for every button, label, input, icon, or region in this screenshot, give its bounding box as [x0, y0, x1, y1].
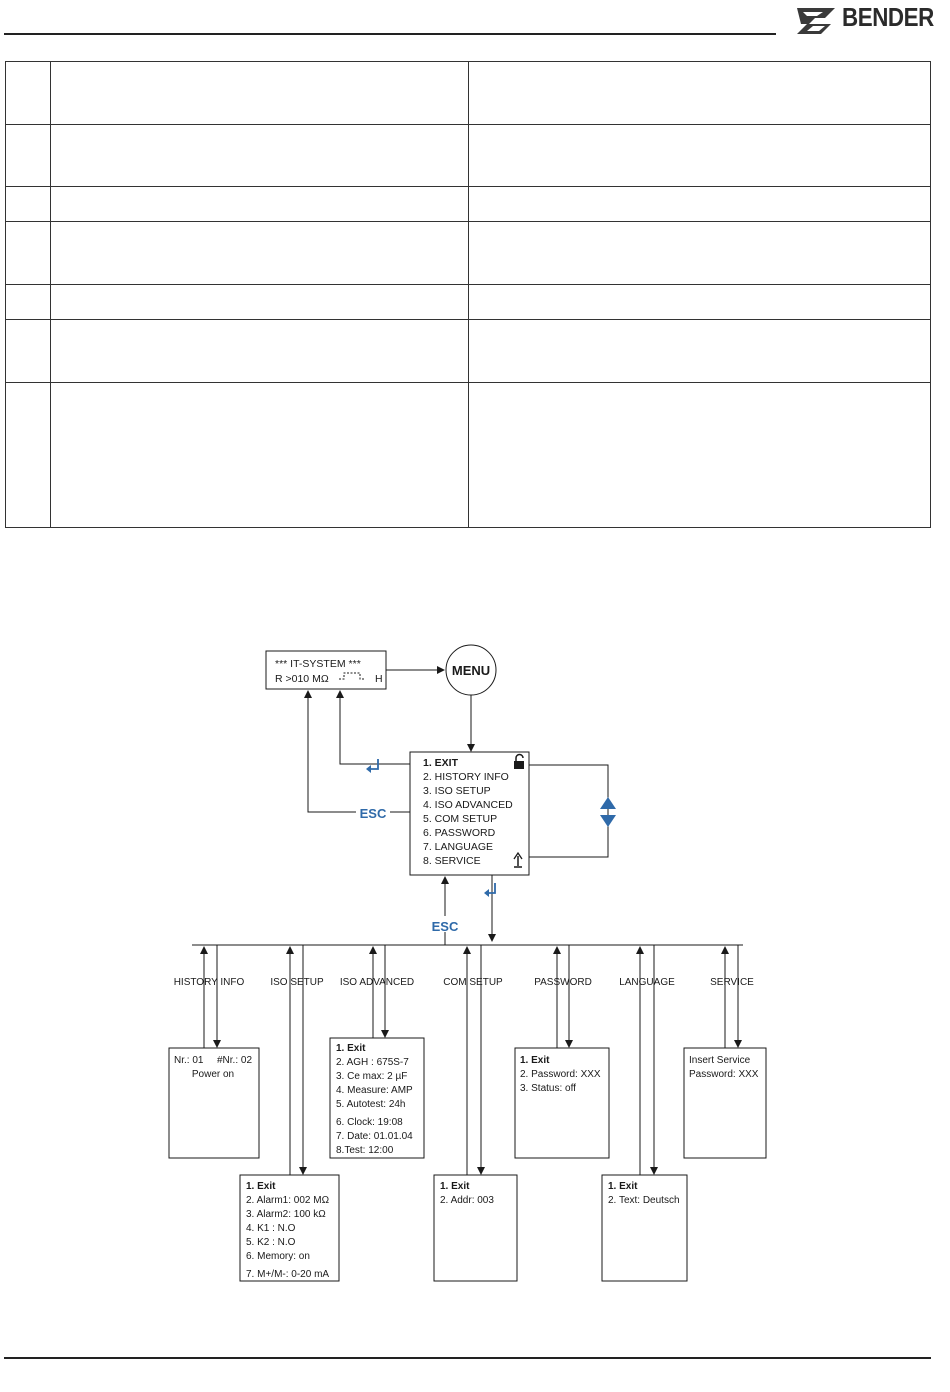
main-menu-item: 3. ISO SETUP: [423, 785, 491, 797]
main-menu-item: 5. COM SETUP: [423, 813, 497, 825]
iso-advanced-item: 1. Exit: [336, 1043, 366, 1054]
password-item: 1. Exit: [520, 1055, 550, 1066]
table-row: [5, 284, 931, 320]
scroll-down-arrow-icon: [600, 815, 616, 827]
history-total-nr: #Nr.: 02: [217, 1055, 252, 1066]
iso-setup-box: [239, 1174, 340, 1282]
iso-advanced-item: 6. Clock: 19:08: [336, 1117, 403, 1128]
iso-setup-item: 7. M+/M-: 0-20 mA: [246, 1269, 329, 1280]
submenu-label-language: LANGUAGE: [619, 977, 675, 988]
iso-advanced-item: 5. Autotest: 24h: [336, 1099, 406, 1110]
main-menu-box: [409, 751, 530, 876]
status-line-2-right: H: [375, 673, 383, 685]
table-row: [5, 186, 931, 222]
iso-setup-item: 1. Exit: [246, 1181, 276, 1192]
com-setup-box: [433, 1174, 518, 1282]
submenu-label-password: PASSWORD: [534, 977, 592, 988]
service-item: Password: XXX: [689, 1069, 759, 1080]
spec-table: [5, 61, 931, 528]
esc-label-sub: ESC: [432, 919, 459, 934]
iso-setup-item: 2. Alarm1: 002 MΩ: [246, 1195, 330, 1206]
iso-advanced-item: 8.Test: 12:00: [336, 1145, 394, 1156]
enter-key-icon: [366, 759, 379, 773]
esc-label-main: ESC: [360, 806, 387, 821]
main-menu-item: 6. PASSWORD: [423, 827, 496, 839]
table-row: [5, 382, 931, 528]
padlock-open-icon: [514, 753, 524, 769]
com-setup-item: 2. Addr: 003: [440, 1195, 494, 1206]
up-arrow-bar-icon: [513, 851, 523, 868]
main-menu-item: 1. EXIT: [423, 757, 459, 769]
language-box: [601, 1174, 688, 1282]
bender-logo-icon: [797, 8, 835, 34]
submenu-label-history-info: HISTORY INFO: [174, 977, 245, 988]
language-item: 2. Text: Deutsch: [608, 1195, 680, 1206]
service-box: [683, 1047, 767, 1159]
menu-button-label: MENU: [452, 663, 490, 678]
main-menu-item: 2. HISTORY INFO: [423, 771, 509, 783]
history-event: Power on: [192, 1069, 234, 1080]
com-setup-item: 1. Exit: [440, 1181, 470, 1192]
iso-setup-item: 3. Alarm2: 100 kΩ: [246, 1209, 326, 1220]
iso-advanced-item: 7. Date: 01.01.04: [336, 1131, 413, 1142]
submenu-label-iso-setup: ISO SETUP: [270, 977, 324, 988]
scroll-up-arrow-icon: [600, 797, 616, 809]
history-nr: Nr.: 01: [174, 1055, 204, 1066]
submenu-label-service: SERVICE: [710, 977, 754, 988]
language-item: 1. Exit: [608, 1181, 638, 1192]
submenu-label-iso-advanced: ISO ADVANCED: [340, 977, 414, 988]
status-line-2-left: R >010 MΩ: [275, 673, 329, 685]
submenu-label-com-setup: COM SETUP: [443, 977, 503, 988]
main-menu-item: 4. ISO ADVANCED: [423, 799, 513, 811]
history-info-box: [168, 1047, 260, 1159]
status-line-1: *** IT-SYSTEM ***: [275, 658, 361, 670]
password-item: 3. Status: off: [520, 1083, 576, 1094]
iso-advanced-item: 2. AGH : 675S-7: [336, 1057, 409, 1068]
enter-key-icon: [484, 883, 496, 897]
header-rule: [4, 33, 776, 35]
iso-setup-item: 4. K1 : N.O: [246, 1223, 296, 1234]
table-row: [5, 319, 931, 383]
table-row: [5, 221, 931, 285]
footer-rule: [4, 1357, 931, 1359]
password-box: [514, 1047, 610, 1159]
iso-advanced-item: 4. Measure: AMP: [336, 1085, 413, 1096]
iso-setup-item: 5. K2 : N.O: [246, 1237, 296, 1248]
relay-symbol-icon: [339, 672, 365, 680]
service-item: Insert Service: [689, 1055, 751, 1066]
iso-setup-item: 6. Memory: on: [246, 1251, 310, 1262]
brand-name: BENDER: [842, 2, 934, 32]
iso-advanced-item: 3. Ce max: 2 µF: [336, 1071, 407, 1082]
main-menu-item: 8. SERVICE: [423, 855, 481, 867]
main-menu-item: 7. LANGUAGE: [423, 841, 493, 853]
iso-advanced-box: [329, 1037, 425, 1159]
password-item: 2. Password: XXX: [520, 1069, 601, 1080]
